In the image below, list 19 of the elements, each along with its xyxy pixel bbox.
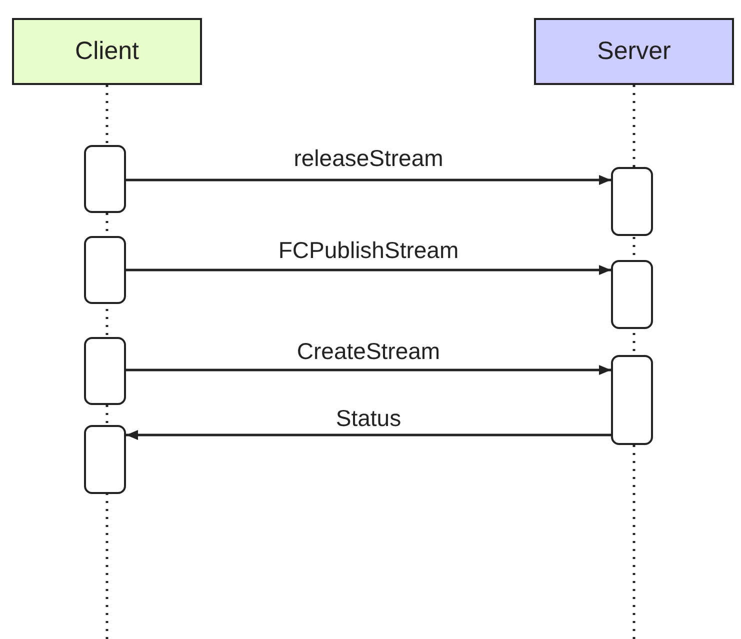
participant-name: Client xyxy=(75,37,139,66)
arrow xyxy=(126,365,611,375)
activation-box xyxy=(611,355,653,445)
activation-box xyxy=(84,425,126,494)
activation-box xyxy=(84,145,126,213)
message-label: Status xyxy=(336,405,402,431)
message-label: releaseStream xyxy=(294,145,444,171)
activation-box xyxy=(84,236,126,304)
activation-box xyxy=(611,260,653,329)
arrow xyxy=(126,175,611,185)
participant-box xyxy=(534,18,734,85)
arrow xyxy=(126,265,611,275)
participant-name: Server xyxy=(597,37,671,66)
arrow xyxy=(126,430,611,440)
activation-box xyxy=(611,167,653,236)
activation-box xyxy=(84,337,126,405)
participant-box xyxy=(12,18,202,85)
message-label: FCPublishStream xyxy=(278,237,459,263)
message-label: CreateStream xyxy=(296,338,440,364)
